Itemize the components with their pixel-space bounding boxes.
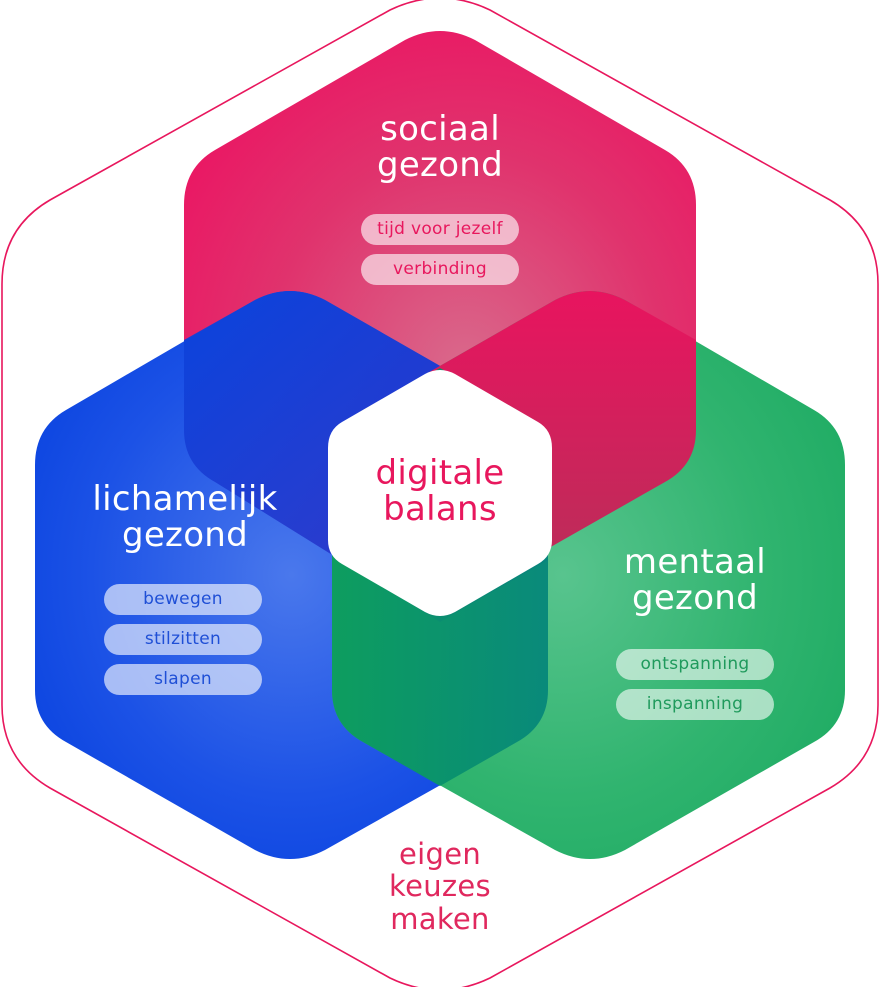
outer-label-line1: eigen [398,837,482,871]
outer-label-line2: keuzes [389,869,491,904]
mentaal-title-line1: mentaal [623,542,767,582]
mentaal-title: mentaal gezond [590,542,800,618]
item-tijd-voor-jezelf: tijd voor jezelf [361,214,519,245]
center-title-line2: balans [383,488,497,529]
sociaal-title-line1: sociaal [380,109,500,149]
lichamelijk-title: lichamelijk gezond [70,479,300,555]
item-verbinding: verbinding [361,254,519,285]
lichamelijk-title-line1: lichamelijk [92,479,278,519]
outer-label: eigen keuzes maken [340,837,540,936]
sociaal-title: sociaal gezond [340,109,540,185]
lichamelijk-items: bewegen stilzitten slapen [104,584,262,695]
item-bewegen: bewegen [104,584,262,615]
center-hexagon [328,370,552,616]
center-title: digitale balans [340,453,540,529]
item-slapen: slapen [104,664,262,695]
sociaal-title-line2: gezond [376,144,504,185]
sociaal-items: tijd voor jezelf verbinding [361,214,519,285]
item-inspanning: inspanning [616,689,774,720]
center-title-line1: digitale [375,453,505,493]
item-stilzitten: stilzitten [104,624,262,655]
item-ontspanning: ontspanning [616,649,774,680]
mentaal-items: ontspanning inspanning [616,649,774,720]
outer-label-line3: maken [390,901,490,936]
lichamelijk-title-line2: gezond [121,514,249,555]
mentaal-title-line2: gezond [631,577,759,618]
